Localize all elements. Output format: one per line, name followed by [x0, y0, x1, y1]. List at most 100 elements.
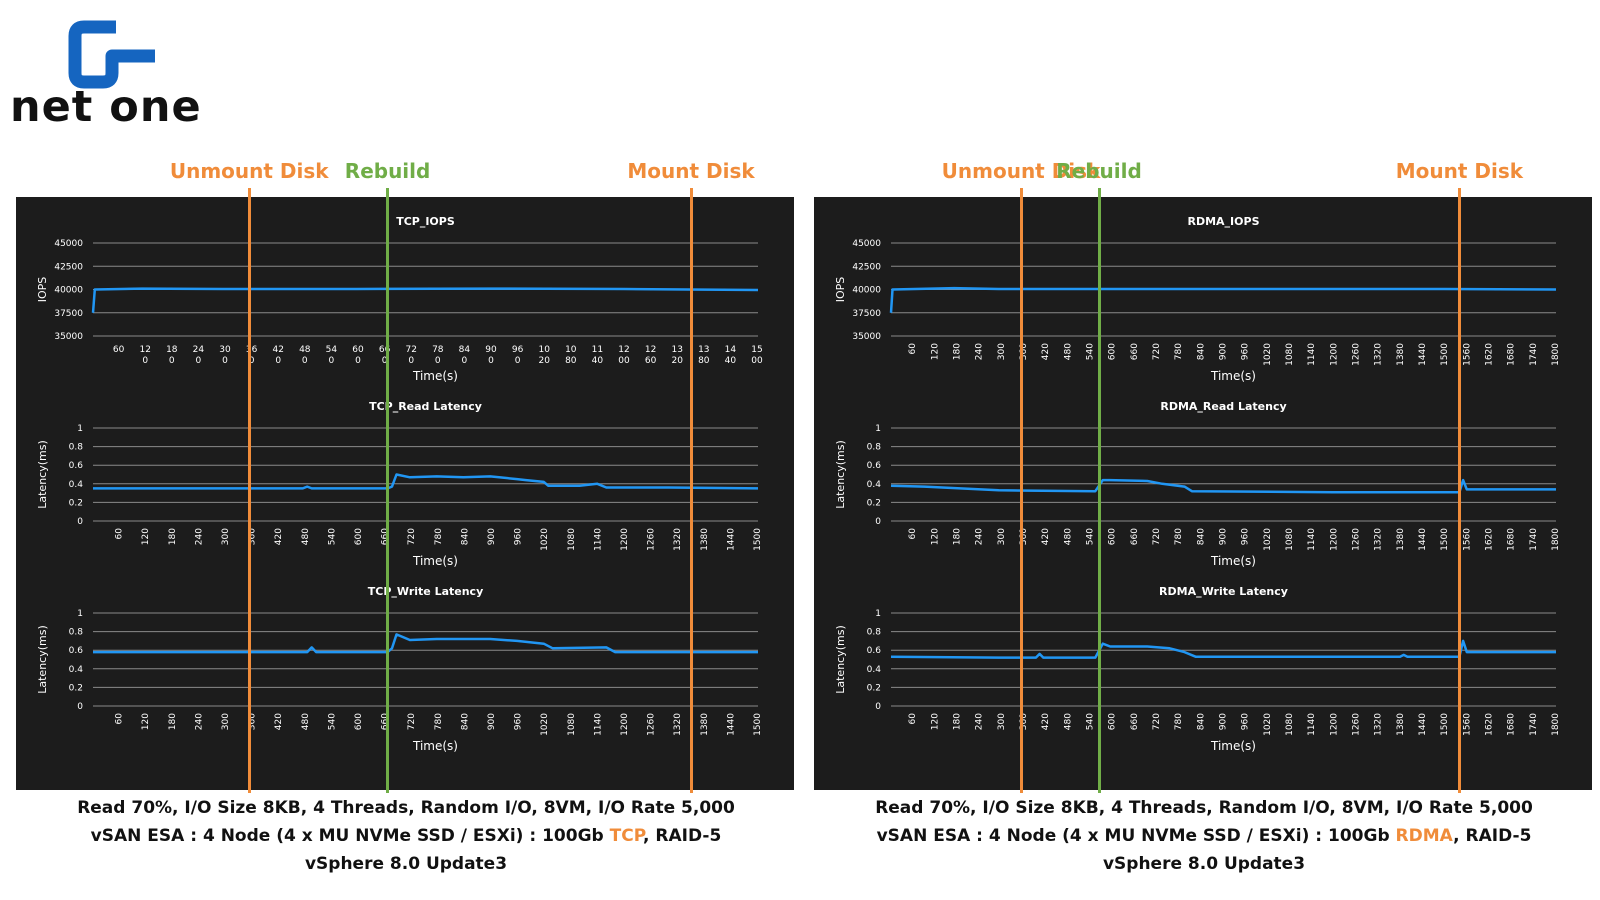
tcp_iops-xtick-label-cont: 20: [538, 356, 550, 366]
tcp_write-xtick-label: 840: [460, 713, 470, 730]
tcp_read-xtick-label: 840: [460, 528, 470, 545]
rdma_read-ytick-label: 0.4: [867, 480, 882, 490]
rdma-mount-disk-label: Mount Disk: [1395, 159, 1524, 183]
rdma_iops-ylabel: IOPS: [834, 277, 847, 303]
rdma_read-xtick-label: 1740: [1529, 528, 1539, 551]
rdma_iops-xtick-label: 1500: [1440, 343, 1450, 366]
tcp_write-xtick-label: 540: [327, 713, 337, 730]
rdma-caption-workload: Read 70%, I/O Size 8KB, 4 Threads, Rando…: [875, 798, 1533, 818]
rdma_read-xtick-label: 780: [1174, 528, 1184, 545]
rdma_write-xtick-label: 1620: [1485, 713, 1495, 736]
tcp_iops-xtick-label: 13: [698, 345, 709, 355]
tcp_read-ytick-label: 1: [77, 424, 83, 434]
tcp_iops-ylabel: IOPS: [36, 277, 49, 303]
rdma_read-xtick-label: 60: [908, 528, 918, 540]
tcp_write-ytick-label: 1: [77, 609, 83, 619]
rdma_read-chart: RDMA_Read Latency00.20.40.60.81Latency(m…: [834, 400, 1561, 568]
tcp_write-xtick-label: 1320: [673, 713, 683, 736]
rdma_write-xtick-label: 1740: [1529, 713, 1539, 736]
tcp_iops-xtick-label-cont: 80: [565, 356, 577, 366]
rdma_write-ylabel: Latency(ms): [834, 625, 847, 694]
tcp_write-xtick-label: 240: [194, 713, 204, 730]
netone-logo-mark: [68, 20, 155, 89]
tcp_iops-xtick-label: 15: [751, 345, 762, 355]
rdma_write-xtick-label: 660: [1130, 713, 1140, 730]
rdma_read-xtick-label: 900: [1219, 528, 1229, 545]
rdma_iops-xtick-label: 1080: [1285, 343, 1295, 366]
rdma_iops-xtick-label: 1320: [1374, 343, 1384, 366]
tcp-caption-config-post: , RAID-5: [643, 826, 722, 846]
rdma_read-xtick-label: 1680: [1507, 528, 1517, 551]
rdma-mount-marker-line: [1457, 188, 1461, 793]
rdma_read-xtick-label: 180: [953, 528, 963, 545]
tcp_write-xtick-label: 1140: [593, 713, 603, 736]
tcp_iops-xtick-label: 14: [725, 345, 737, 355]
rdma_iops-ytick-label: 35000: [852, 332, 881, 342]
tcp_read-xtick-label: 1320: [673, 528, 683, 551]
rdma_read-xtick-label: 1380: [1396, 528, 1406, 551]
tcp_iops-xtick-label-cont: 0: [169, 356, 175, 366]
tcp_read-xtick-label: 540: [327, 528, 337, 545]
rdma_write-ytick-label: 1: [875, 609, 881, 619]
tcp_read-xtick-label: 1440: [726, 528, 736, 551]
rdma_write-ytick-label: 0: [875, 702, 881, 712]
tcp_iops-ytick-label: 45000: [54, 239, 83, 249]
tcp_iops-ytick-label: 35000: [54, 332, 83, 342]
tcp_iops-xtick-label: 18: [166, 345, 178, 355]
tcp_read-xtick-label: 60: [115, 528, 125, 540]
rdma_iops-xtick-label: 1260: [1352, 343, 1362, 366]
tcp_write-xtick-label: 1500: [753, 713, 763, 736]
rdma_write-ytick-label: 0.6: [867, 646, 882, 656]
rdma_iops-ytick-label: 40000: [852, 286, 881, 296]
rdma_iops-series-line: [889, 286, 1557, 313]
tcp_write-xtick-label: 780: [434, 713, 444, 730]
rdma_read-ytick-label: 0: [875, 517, 881, 527]
tcp_iops-xtick-label-cont: 0: [222, 356, 228, 366]
rdma_iops-xtick-label: 120: [930, 343, 940, 360]
rdma_read-xtick-label: 1200: [1329, 528, 1339, 551]
tcp-rebuild-label: Rebuild: [344, 159, 431, 183]
tcp_write-xtick-label: 660: [381, 713, 391, 730]
rdma_iops-xtick-label: 1560: [1462, 343, 1472, 366]
rdma_iops-xtick-label: 360: [1019, 343, 1029, 360]
rdma_iops-title: RDMA_IOPS: [1188, 215, 1260, 228]
tcp_iops-xtick-label-cont: 00: [751, 356, 763, 366]
rdma_write-xtick-label: 120: [930, 713, 940, 730]
rdma_write-xtick-label: 1320: [1374, 713, 1384, 736]
tcp_read-series-line: [93, 473, 759, 490]
rdma-caption-protocol: RDMA: [1395, 826, 1454, 846]
tcp_read-xtick-label: 900: [487, 528, 497, 545]
tcp_read-xtick-label: 240: [194, 528, 204, 545]
rdma_iops-xtick-label: 660: [1130, 343, 1140, 360]
rdma_write-xtick-label: 780: [1174, 713, 1184, 730]
rdma_read-xtick-label: 1440: [1418, 528, 1428, 551]
tcp_iops-xtick-label: 48: [299, 345, 311, 355]
tcp_write-xtick-label: 600: [354, 713, 364, 730]
tcp_read-ytick-label: 0.4: [69, 480, 84, 490]
rdma_read-xtick-label: 840: [1196, 528, 1206, 545]
rdma_write-xtick-label: 360: [1019, 713, 1029, 730]
rdma_write-chart: RDMA_Write Latency00.20.40.60.81Latency(…: [834, 585, 1561, 753]
rdma_iops-xtick-label: 1200: [1329, 343, 1339, 366]
tcp_iops-xtick-label-cont: 0: [488, 356, 494, 366]
rdma_read-xtick-label: 1140: [1307, 528, 1317, 551]
tcp-chart-panel: [16, 197, 794, 790]
tcp_iops-xtick-label: 66: [379, 345, 391, 355]
tcp-unmount-marker-line: [247, 188, 251, 793]
tcp_iops-ytick-label: 40000: [54, 286, 83, 296]
rdma_read-xtick-label: 1620: [1485, 528, 1495, 551]
rdma_write-xtick-label: 1800: [1551, 713, 1561, 736]
tcp_read-xtick-label: 120: [141, 528, 151, 545]
tcp_write-xtick-label: 900: [487, 713, 497, 730]
tcp-caption-version: vSphere 8.0 Update3: [304, 854, 508, 874]
rdma_iops-xtick-label: 1440: [1418, 343, 1428, 366]
rdma_read-ytick-label: 1: [875, 424, 881, 434]
rdma_iops-xtick-label: 960: [1241, 343, 1251, 360]
rdma_write-xtick-label: 60: [908, 713, 918, 725]
tcp_iops-xtick-label: 36: [246, 345, 258, 355]
tcp_iops-xtick-label-cont: 0: [382, 356, 388, 366]
rdma_write-title: RDMA_Write Latency: [1159, 585, 1288, 598]
tcp-caption-config: vSAN ESA : 4 Node (4 x MU NVMe SSD / ESX…: [16, 828, 796, 845]
